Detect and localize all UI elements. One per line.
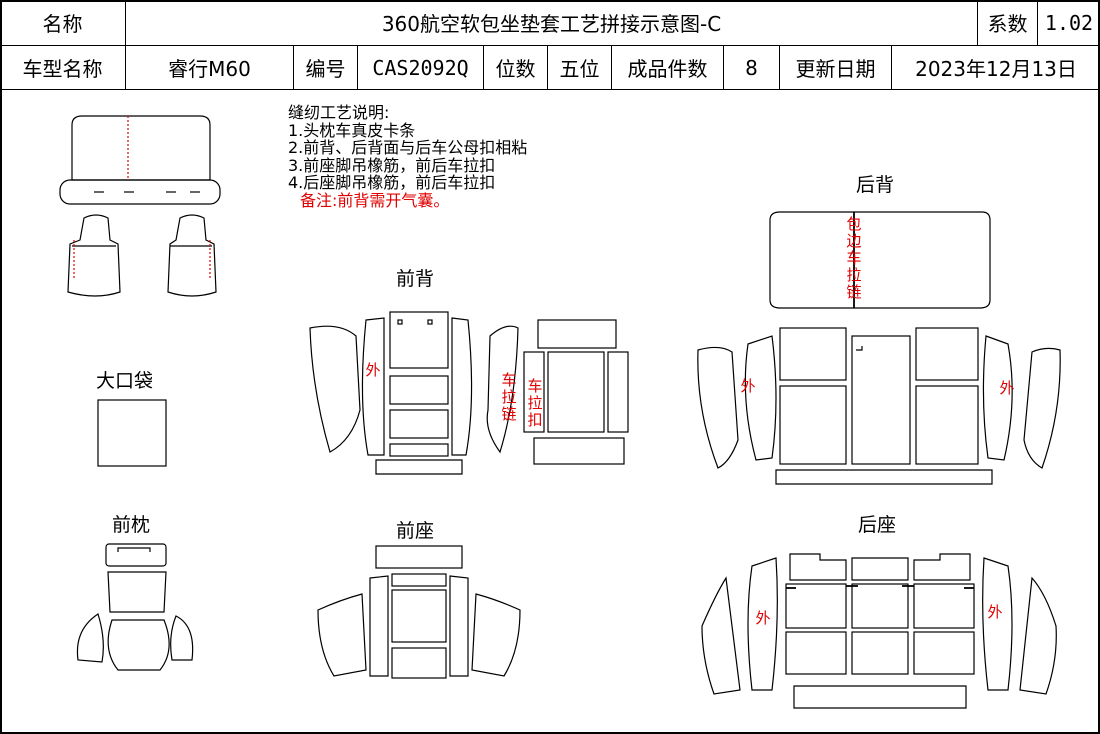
front-pillow-pieces bbox=[76, 543, 194, 671]
coef-value: 1.02 bbox=[1038, 0, 1100, 46]
name-label: 名称 bbox=[0, 0, 126, 46]
outer-label-front-back: 外 bbox=[365, 361, 381, 379]
count-value: 8 bbox=[724, 46, 780, 90]
zipper-edge-label: 包边车拉链 bbox=[846, 215, 862, 301]
outer-label-rear-seat-left: 外 bbox=[755, 609, 771, 627]
notes-remark: 备注:前背需开气囊。 bbox=[300, 190, 450, 210]
coef-label: 系数 bbox=[978, 0, 1038, 46]
outer-label-rear-back-left: 外 bbox=[740, 377, 756, 395]
section-title-front-pillow: 前枕 bbox=[112, 514, 151, 536]
page-title: 360航空软包坐垫套工艺拼接示意图-C bbox=[126, 0, 978, 46]
section-title-big-pocket: 大口袋 bbox=[96, 370, 154, 392]
sewing-notes: 缝纫工艺说明: 1.头枕车真皮卡条 2.前背、后背面与后车公母扣相粘 3.前座脚… bbox=[288, 104, 527, 209]
sew-buckle-label: 车拉扣 bbox=[527, 377, 543, 429]
front-back-pieces bbox=[309, 311, 629, 475]
front-seat-pieces bbox=[317, 545, 521, 679]
rear-back-pieces bbox=[697, 211, 1061, 485]
outer-label-rear-back-right: 外 bbox=[999, 379, 1015, 397]
section-title-front-back: 前背 bbox=[396, 268, 435, 290]
note-item: 3.前座脚吊橡筋，前后车拉扣 bbox=[288, 155, 496, 175]
note-item: 4.后座脚吊橡筋，前后车拉扣 bbox=[288, 173, 496, 192]
sew-zipper-label: 车拉链 bbox=[501, 371, 517, 423]
note-item: 1.头枕车真皮卡条 bbox=[288, 120, 416, 140]
model-label: 车型名称 bbox=[0, 46, 126, 90]
code-value: CAS2092Q bbox=[358, 46, 484, 90]
front-seat-overview-left bbox=[67, 214, 121, 297]
front-seat-overview-right bbox=[167, 214, 217, 297]
big-pocket-piece bbox=[97, 399, 167, 467]
date-value: 2023年12月13日 bbox=[892, 46, 1100, 90]
section-title-front-seat: 前座 bbox=[396, 520, 435, 542]
model-value: 睿行M60 bbox=[126, 46, 294, 90]
note-item: 2.前背、后背面与后车公母扣相粘 bbox=[288, 138, 528, 157]
notes-title: 缝纫工艺说明: bbox=[288, 103, 390, 122]
rear-bench-overview bbox=[59, 115, 221, 205]
seat-value: 五位 bbox=[548, 46, 612, 90]
seat-label: 位数 bbox=[484, 46, 548, 90]
date-label: 更新日期 bbox=[780, 46, 892, 90]
rear-seat-pieces bbox=[701, 553, 1057, 709]
code-label: 编号 bbox=[294, 46, 358, 90]
outer-label-rear-seat-right: 外 bbox=[987, 603, 1003, 621]
section-title-rear-back: 后背 bbox=[856, 174, 895, 196]
count-label: 成品件数 bbox=[612, 46, 724, 90]
section-title-rear-seat: 后座 bbox=[858, 514, 897, 536]
